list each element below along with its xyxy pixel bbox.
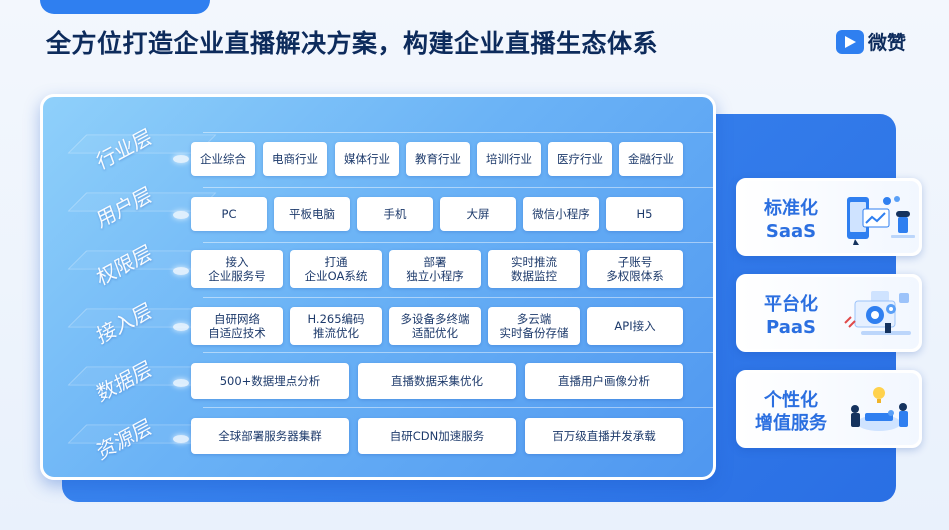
user-item: 手机 [357, 197, 433, 231]
industry-item: 医疗行业 [548, 142, 612, 176]
divider [203, 132, 713, 133]
access-item: 多设备多终端 适配优化 [389, 307, 481, 345]
industry-item: 培训行业 [477, 142, 541, 176]
user-item: 微信小程序 [523, 197, 599, 231]
permission-item: 接入 企业服务号 [191, 250, 283, 288]
industry-item: 媒体行业 [335, 142, 399, 176]
user-item: H5 [606, 197, 683, 231]
access-item: 多云端 实时备份存储 [488, 307, 580, 345]
access-item: H.265编码 推流优化 [290, 307, 382, 345]
service-card-value-added: 个性化 增值服务 [736, 370, 922, 448]
service-title: 标准化 SaaS [764, 198, 818, 242]
industry-item: 电商行业 [263, 142, 327, 176]
user-item: 大屏 [440, 197, 516, 231]
permission-item: 打通 企业OA系统 [290, 250, 382, 288]
resource-item: 自研CDN加速服务 [358, 418, 516, 454]
divider [203, 407, 713, 408]
mobile-dashboard-illustration-icon [847, 196, 915, 245]
industry-item: 教育行业 [406, 142, 470, 176]
divider [203, 187, 713, 188]
industry-item: 金融行业 [619, 142, 683, 176]
access-item: API接入 [587, 307, 683, 345]
access-item: 自研网络 自适应技术 [191, 307, 283, 345]
resource-item: 全球部署服务器集群 [191, 418, 349, 454]
top-accent-pill [40, 0, 210, 14]
data-item: 500+数据埋点分析 [191, 363, 349, 399]
layer-dot [173, 267, 189, 275]
layer-dot [173, 323, 189, 331]
layer-dot [173, 211, 189, 219]
team-meeting-illustration-icon [851, 387, 908, 431]
data-item: 直播用户画像分析 [525, 363, 683, 399]
play-triangle-icon [836, 29, 864, 54]
user-item: 平板电脑 [274, 197, 350, 231]
permission-item: 部署 独立小程序 [389, 250, 481, 288]
industry-item: 企业综合 [191, 142, 255, 176]
logo-text: 微赞 [868, 32, 907, 54]
architecture-panel: 行业层 用户层 权限层 接入层 数据层 资源层 企业综合 电商行业 媒体行业 教… [40, 94, 716, 480]
user-item: PC [191, 197, 267, 231]
layer-dot [173, 155, 189, 163]
data-item: 直播数据采集优化 [358, 363, 516, 399]
brand-logo: 微赞 [836, 28, 906, 55]
page-title: 全方位打造企业直播解决方案，构建企业直播生态体系 [46, 29, 659, 58]
divider [203, 242, 713, 243]
divider [203, 297, 713, 298]
permission-item: 子账号 多权限体系 [587, 250, 683, 288]
service-title: 个性化 增值服务 [755, 390, 827, 434]
layer-dot [173, 379, 189, 387]
resource-item: 百万级直播并发承载 [525, 418, 683, 454]
layer-dot [173, 435, 189, 443]
service-card-saas: 标准化 SaaS [736, 178, 922, 256]
divider [203, 352, 713, 353]
service-card-paas: 平台化 PaaS [736, 274, 922, 352]
gear-platform-illustration-icon [844, 291, 911, 335]
permission-item: 实时推流 数据监控 [488, 250, 580, 288]
service-title: 平台化 PaaS [764, 294, 818, 338]
